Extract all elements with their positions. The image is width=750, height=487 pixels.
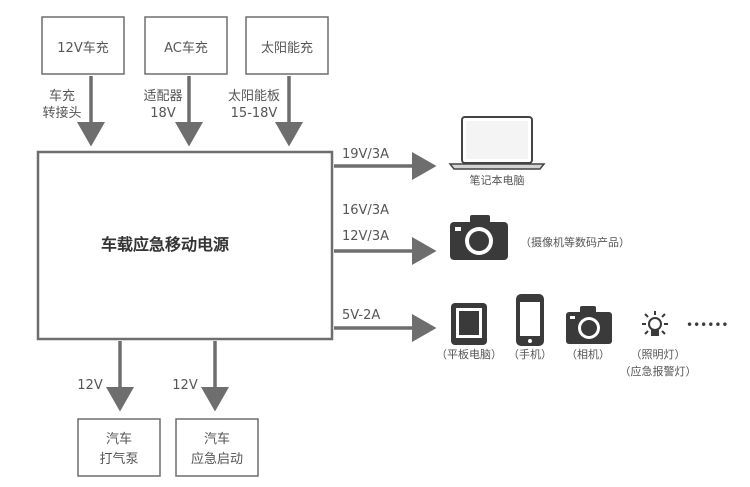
input-arrow-solar-label-2: 15-18V [231, 106, 278, 121]
input-ac-car-charge: AC车充 适配器 18V [143, 16, 228, 147]
input-box-12v [41, 16, 125, 75]
bottom-pump-voltage: 12V [77, 378, 103, 393]
output-usb-voltage: 5V-2A [342, 308, 380, 323]
input-arrow-12v-label-2: 转接头 [42, 105, 81, 121]
bottom-pump-label-2: 打气泵 [99, 451, 138, 467]
bottom-box-pump [77, 418, 161, 477]
phone-icon [516, 294, 544, 346]
bottom-box-jumpstart [175, 418, 259, 477]
small-camera-icon [566, 306, 612, 344]
input-12v-car-charge: 12V车充 车充 转接头 [41, 16, 125, 147]
input-box-12v-label: 12V车充 [57, 40, 108, 56]
input-box-ac [144, 16, 228, 75]
laptop-icon [448, 116, 546, 170]
main-power-bank-box [36, 150, 334, 341]
input-box-ac-label: AC车充 [164, 40, 208, 56]
input-solar-charge: 太阳能充 太阳能板 15-18V [228, 16, 329, 147]
lamp-caption-1: （照明灯） [631, 348, 686, 361]
bottom-jumpstart-label-1: 汽车 [204, 431, 230, 447]
bottom-jumpstart-voltage: 12V [172, 378, 198, 393]
input-arrow-ac-label-1: 适配器 [143, 89, 182, 104]
input-box-solar-label: 太阳能充 [261, 40, 313, 56]
output-camera-caption: （摄像机等数码产品） [520, 235, 630, 249]
output-laptop-voltage: 19V/3A [342, 147, 389, 162]
lamp-icon [642, 311, 668, 336]
tablet-caption: （平板电脑） [436, 347, 502, 361]
bottom-pump-label-1: 汽车 [106, 431, 132, 447]
camera-icon [450, 215, 508, 260]
output-laptop-caption: 笔记本电脑 [470, 173, 525, 187]
output-camera-voltage-1: 16V/3A [342, 203, 389, 218]
tablet-icon [451, 303, 487, 345]
input-arrow-12v-label-1: 车充 [49, 88, 75, 104]
small-camera-caption: （相机） [566, 347, 610, 361]
input-box-solar [245, 16, 329, 75]
input-arrow-ac-label-2: 18V [150, 106, 176, 121]
bottom-jumpstart-label-2: 应急启动 [191, 451, 243, 467]
more-dots: •••••• [686, 318, 728, 332]
phone-caption: （手机） [508, 347, 552, 361]
input-arrow-solar-label-1: 太阳能板 [228, 89, 280, 104]
main-box-title: 车载应急移动电源 [101, 235, 229, 254]
lamp-caption-2: （应急报警灯） [620, 364, 697, 378]
output-camera-voltage-2: 12V/3A [342, 229, 389, 244]
